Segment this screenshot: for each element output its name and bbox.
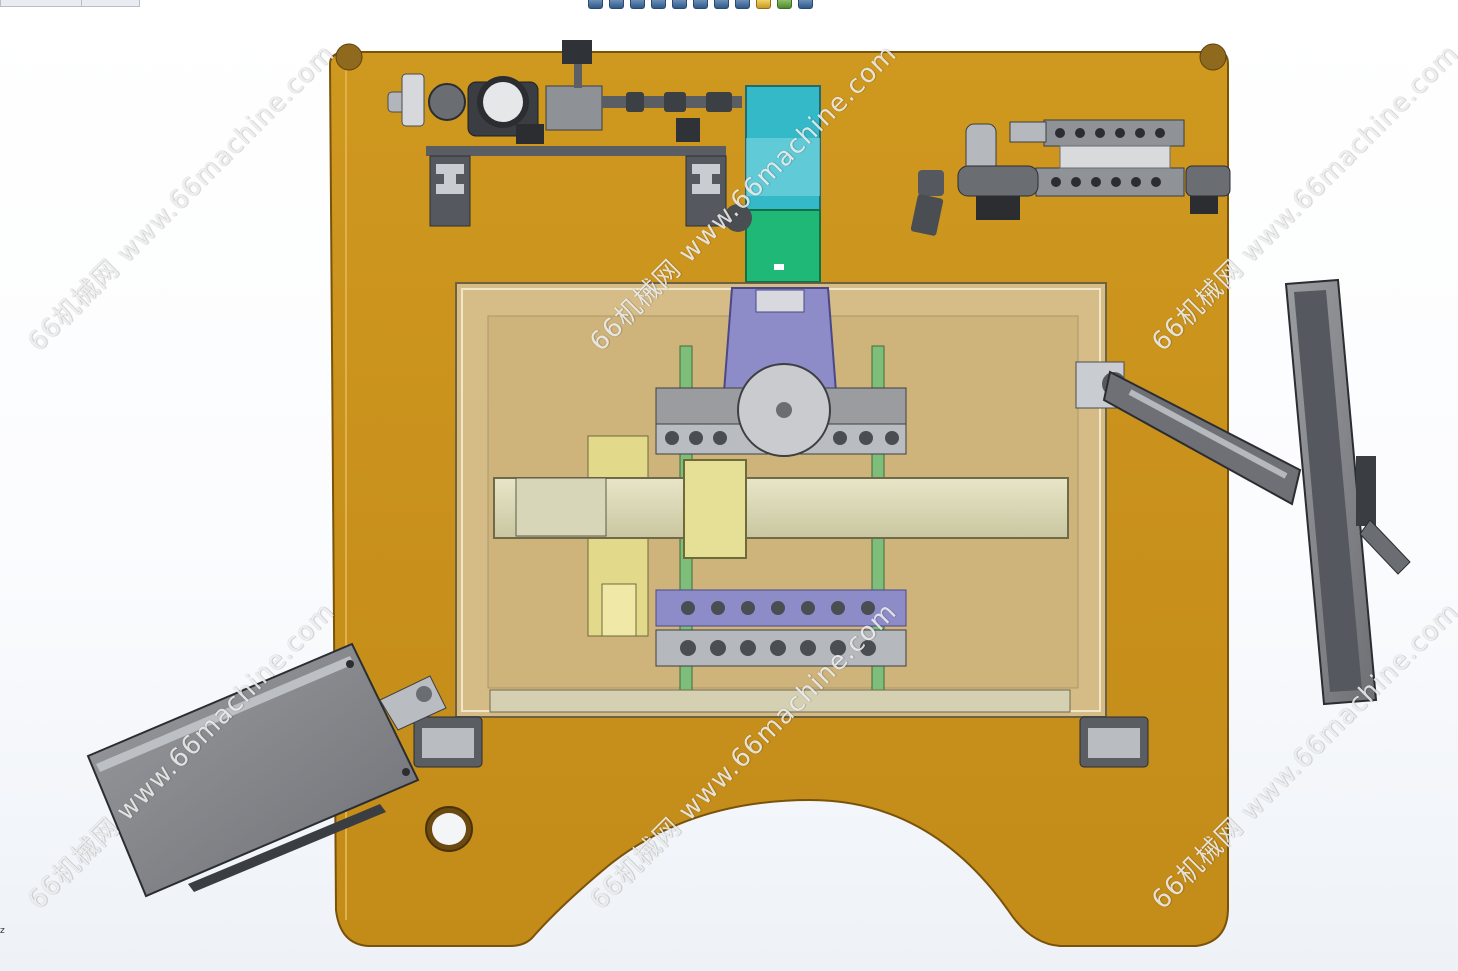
zoom-area-icon[interactable] — [609, 0, 624, 9]
display-style-icon[interactable] — [714, 0, 729, 9]
mounting-hole — [425, 806, 473, 852]
monitor-panel[interactable] — [1284, 278, 1411, 706]
section-view-icon[interactable] — [651, 0, 666, 9]
monitor-arm[interactable] — [1075, 361, 1302, 506]
zoom-to-fit-icon[interactable] — [588, 0, 603, 9]
pneumatic-valve-assembly[interactable] — [387, 40, 742, 227]
edit-appearance-icon[interactable] — [756, 0, 771, 9]
gantry-mechanism[interactable] — [489, 287, 1071, 713]
enclosure-foot-left — [413, 716, 483, 768]
command-manager-tab-strip[interactable] — [0, 0, 140, 7]
view-settings-icon[interactable] — [798, 0, 813, 9]
hide-show-icon[interactable] — [735, 0, 750, 9]
air-manifold-assembly[interactable] — [910, 119, 1231, 236]
view-orientation-icon[interactable] — [693, 0, 708, 9]
coordinate-triad-label: z — [0, 926, 5, 936]
tab-separator — [81, 0, 82, 6]
previous-view-icon[interactable] — [630, 0, 645, 9]
enclosure-foot-right — [1079, 716, 1149, 768]
heads-up-view-toolbar[interactable] — [588, 0, 933, 9]
linear-actuator-head[interactable] — [724, 85, 821, 283]
apply-scene-icon[interactable] — [777, 0, 792, 9]
dynamic-annotation-icon[interactable] — [672, 0, 687, 9]
controller-box[interactable] — [86, 642, 447, 898]
